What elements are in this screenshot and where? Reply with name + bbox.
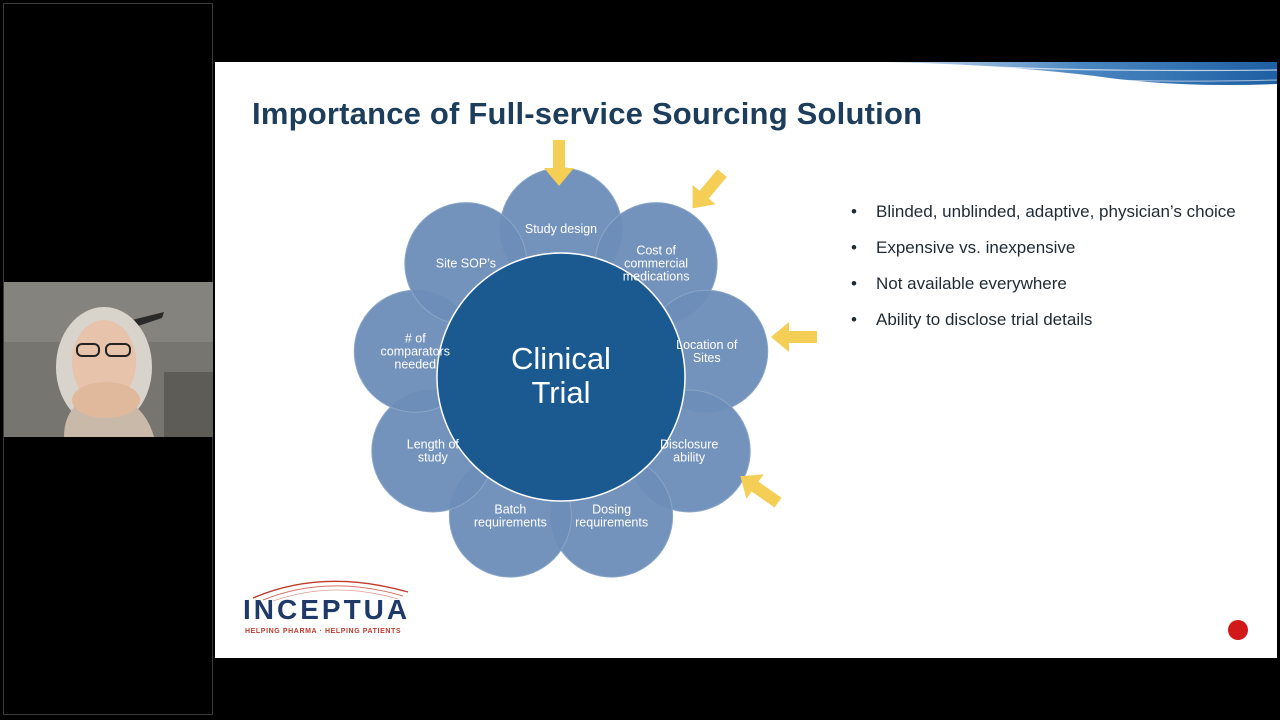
- bullet-text: Blinded, unblinded, adaptive, physician’…: [876, 202, 1236, 221]
- slide-title: Importance of Full-service Sourcing Solu…: [252, 96, 923, 131]
- petal-label: Site SOP’s: [436, 257, 496, 271]
- petal-label-line: requirements: [474, 516, 547, 530]
- recording-indicator: [1228, 620, 1248, 640]
- petal-label-line: # of: [405, 331, 426, 345]
- center-label-line: Trial: [531, 375, 590, 410]
- bullet-item: • Expensive vs. inexpensive: [847, 238, 1236, 274]
- petal-label-line: Cost of: [636, 244, 676, 258]
- petal-label-line: Study design: [525, 222, 597, 236]
- bullet-text: Expensive vs. inexpensive: [876, 238, 1076, 257]
- petal-label-line: medications: [623, 270, 690, 284]
- participant-webcam-feed: [4, 282, 213, 437]
- logo-tagline: HELPING PHARMA · HELPING PATIENTS: [245, 628, 402, 635]
- bullet-item: • Blinded, unblinded, adaptive, physicia…: [847, 202, 1236, 238]
- petal-label-line: Sites: [693, 351, 721, 365]
- bullet-item: • Ability to disclose trial details: [847, 310, 1236, 346]
- highlight-arrow-icon: [544, 140, 574, 186]
- petal-label: Study design: [525, 222, 597, 236]
- highlight-arrow-icon: [740, 474, 782, 508]
- highlight-arrow-icon: [692, 169, 727, 209]
- bullet-item: • Not available everywhere: [847, 274, 1236, 310]
- header-wave-decoration: [885, 62, 1277, 85]
- petal-label-line: comparators: [381, 344, 450, 358]
- petal-label-line: Length of: [407, 438, 460, 452]
- logo-wordmark: INCEPTUA: [243, 594, 411, 625]
- petal-label-line: Dosing: [592, 503, 631, 517]
- petal-label-line: Site SOP’s: [436, 257, 496, 271]
- bullet-text: Not available everywhere: [876, 274, 1067, 293]
- petal-label-line: Batch: [494, 503, 526, 517]
- bullet-marker: •: [851, 238, 857, 257]
- webcam-image: [4, 282, 213, 437]
- petal-label-line: study: [418, 451, 449, 465]
- petal-label-line: ability: [673, 451, 706, 465]
- bullet-list: • Blinded, unblinded, adaptive, physicia…: [847, 202, 1236, 346]
- bullet-marker: •: [851, 274, 857, 293]
- bullet-marker: •: [851, 310, 857, 329]
- bullet-text: Ability to disclose trial details: [876, 310, 1093, 329]
- petal-label-line: Location of: [676, 338, 738, 352]
- petal-label-line: needed: [394, 357, 436, 371]
- logo-arc-mark: [252, 580, 409, 602]
- presentation-slide: Importance of Full-service Sourcing Solu…: [215, 62, 1277, 658]
- bullet-marker: •: [851, 202, 857, 221]
- center-circle: [436, 252, 686, 502]
- petal-label-line: Disclosure: [660, 438, 718, 452]
- highlight-arrow-icon: [771, 322, 817, 352]
- center-label-line: Clinical: [511, 341, 611, 376]
- petal-label-line: requirements: [575, 516, 648, 530]
- petal-label-line: commercial: [624, 257, 688, 271]
